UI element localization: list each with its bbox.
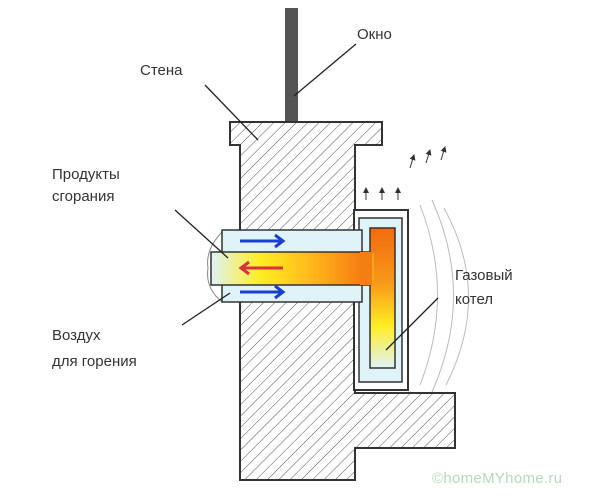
flow-arrows xyxy=(238,233,286,300)
coaxial-pipe xyxy=(207,227,396,369)
air-intake-arrow xyxy=(240,284,286,300)
label-combustion-products: Продукты сгорания xyxy=(52,164,120,208)
rising-heat-arrows xyxy=(363,146,447,200)
exhaust-arrow xyxy=(238,260,283,276)
air-intake-arrow xyxy=(240,233,286,249)
label-line: Газовый xyxy=(455,267,513,284)
label-line: Продукты xyxy=(52,166,120,183)
label-wall: Стена xyxy=(140,62,183,79)
label-combustion-air: Воздух для горения xyxy=(52,325,137,373)
label-gas-boiler: Газовый котел xyxy=(455,265,513,311)
label-window: Окно xyxy=(357,26,392,43)
label-line: сгорания xyxy=(52,188,115,205)
leader-lines xyxy=(174,43,439,351)
watermark: ©homeMYhome.ru xyxy=(432,470,563,487)
heat-waves xyxy=(419,199,469,393)
label-line: Воздух xyxy=(52,327,101,344)
window-pole xyxy=(285,8,298,122)
label-line: котел xyxy=(455,291,494,308)
label-line: для горения xyxy=(52,353,137,370)
